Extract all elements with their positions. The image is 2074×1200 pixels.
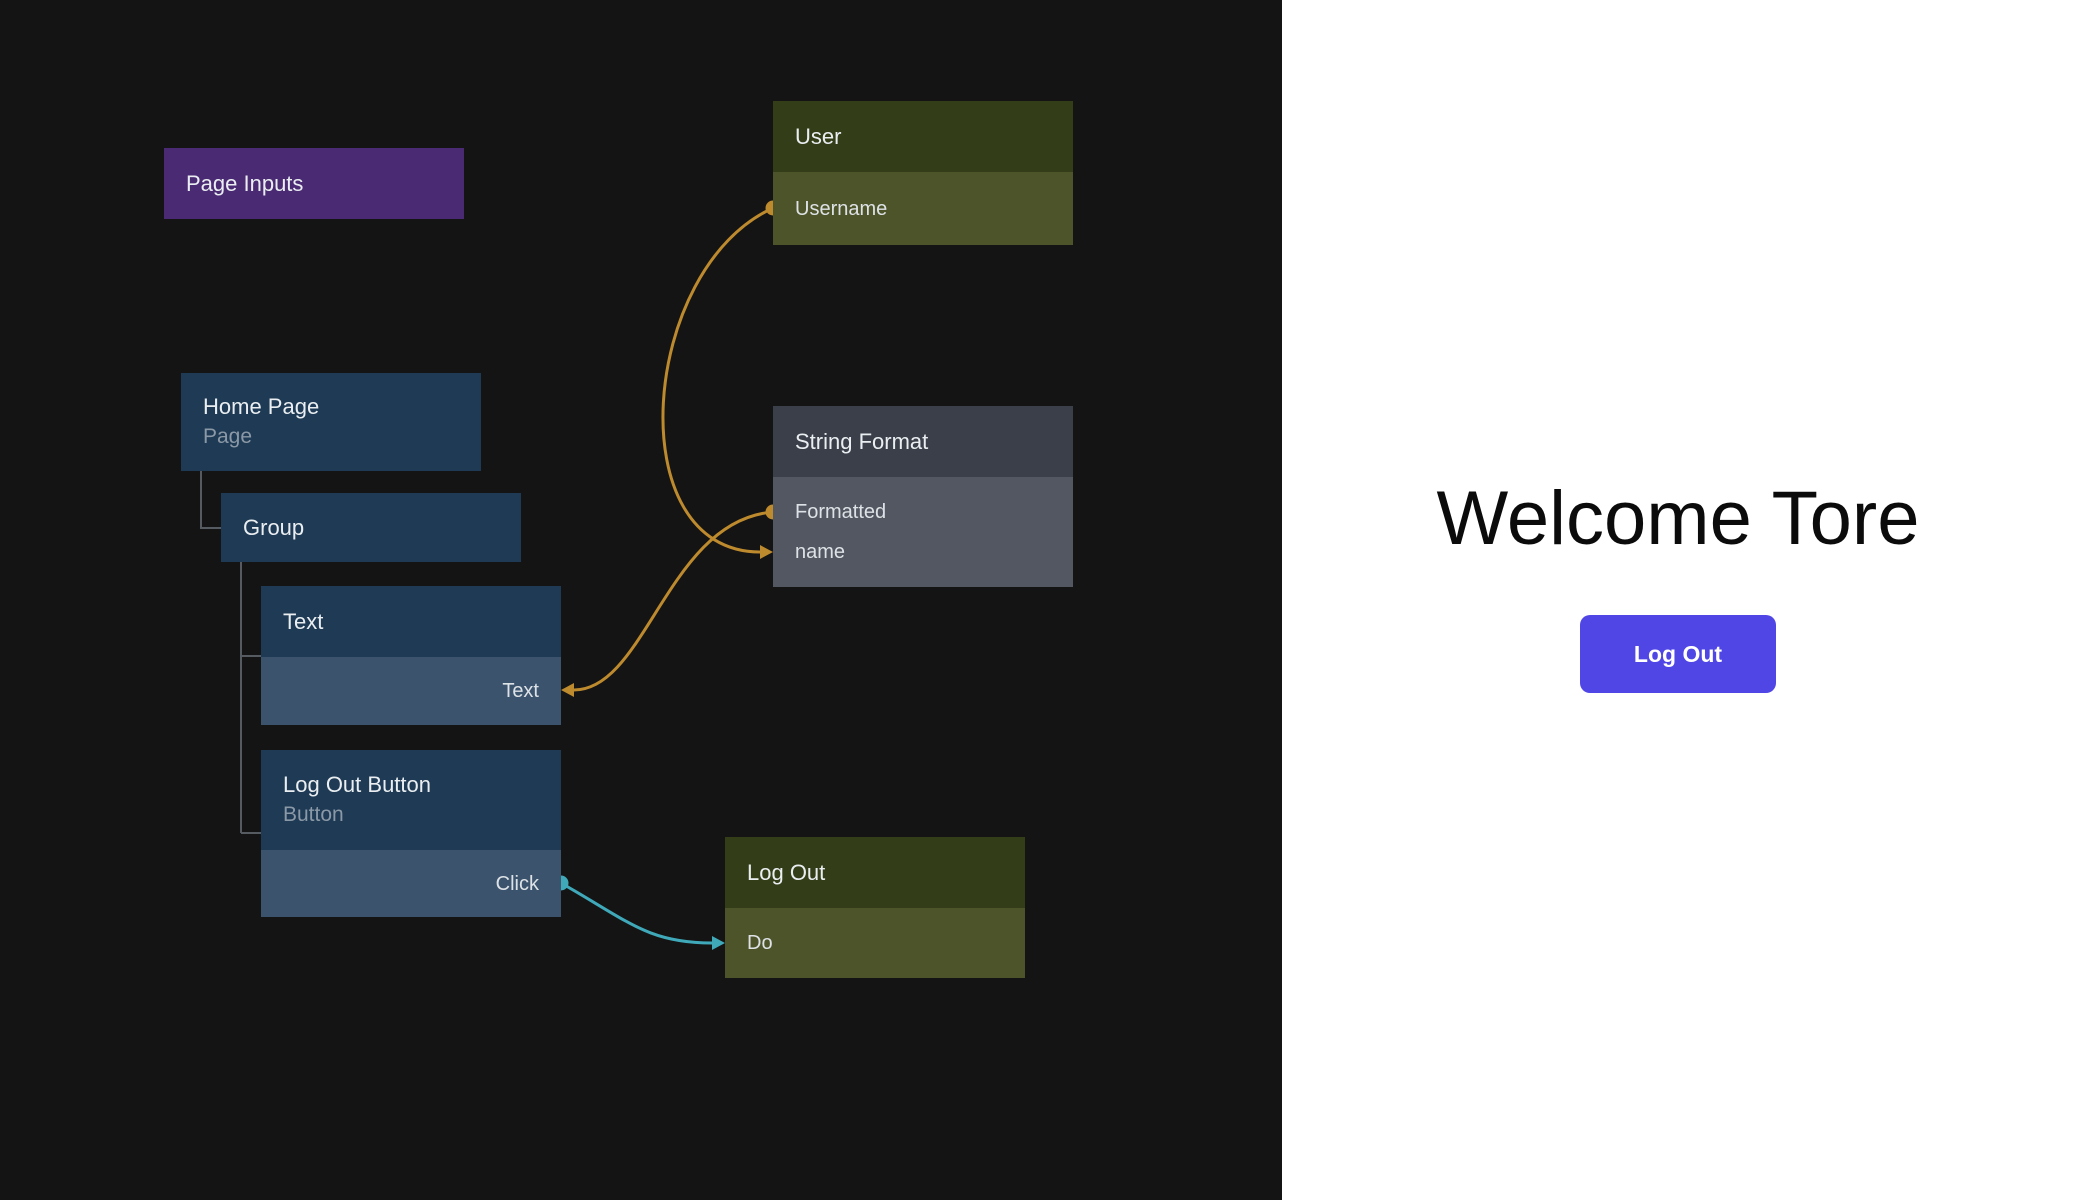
node-log-out-button-header: Log Out Button Button	[261, 750, 561, 850]
logout-button[interactable]: Log Out	[1580, 615, 1776, 693]
tree-line-home-to-group	[200, 471, 221, 529]
port-username[interactable]: Username	[773, 172, 1073, 245]
node-home-page-header: Home Page Page	[181, 373, 481, 471]
port-label-formatted: Formatted	[795, 501, 887, 523]
node-log-out-action[interactable]: Log Out Do	[725, 837, 1025, 978]
node-page-inputs-header: Page Inputs	[164, 148, 464, 219]
node-text-header: Text	[261, 586, 561, 657]
node-editor-canvas[interactable]: Page Inputs User Username Home Page Page…	[0, 0, 1282, 1200]
node-subtitle: Button	[283, 803, 344, 826]
node-title: Log Out	[747, 859, 826, 885]
node-log-out-action-header: Log Out	[725, 837, 1025, 908]
node-home-page[interactable]: Home Page Page	[181, 373, 481, 471]
arrowhead-text-input	[561, 683, 574, 697]
port-label: Do	[747, 932, 773, 954]
node-group[interactable]: Group	[221, 493, 521, 562]
node-title: Text	[283, 608, 324, 634]
node-title: Log Out Button	[283, 772, 431, 797]
node-log-out-button[interactable]: Log Out Button Button Click	[261, 750, 561, 917]
node-page-inputs[interactable]: Page Inputs	[164, 148, 464, 219]
port-click[interactable]: Click	[261, 850, 561, 917]
node-title: Group	[243, 514, 305, 540]
node-title: Page Inputs	[186, 170, 304, 196]
node-subtitle: Page	[203, 425, 253, 448]
port-label: Click	[495, 872, 539, 895]
node-group-header: Group	[221, 493, 521, 562]
node-title: Home Page	[203, 394, 320, 419]
welcome-heading: Welcome Tore	[1436, 476, 1920, 561]
node-title: String Format	[795, 428, 929, 454]
port-label: Text	[502, 680, 539, 702]
port-do[interactable]: Do	[725, 908, 1025, 978]
port-label: Username	[795, 197, 888, 220]
preview-panel: Welcome Tore Log Out	[1282, 0, 2074, 1200]
node-text[interactable]: Text Text	[261, 586, 561, 725]
node-user-header: User	[773, 101, 1073, 172]
wire-formatted-to-text[interactable]	[573, 510, 774, 692]
port-group-string-format[interactable]: Formatted name	[773, 477, 1073, 587]
node-string-format[interactable]: String Format Formatted name	[773, 406, 1073, 587]
wire-username-to-name[interactable]	[661, 206, 774, 554]
node-user[interactable]: User Username	[773, 101, 1073, 245]
wire-click-to-do[interactable]	[560, 881, 713, 945]
port-text[interactable]: Text	[261, 657, 561, 725]
arrowhead-name-input	[760, 545, 773, 559]
port-label-name: name	[795, 541, 846, 563]
node-title: User	[795, 123, 842, 149]
node-string-format-header: String Format	[773, 406, 1073, 477]
arrowhead-do-input	[712, 936, 725, 950]
